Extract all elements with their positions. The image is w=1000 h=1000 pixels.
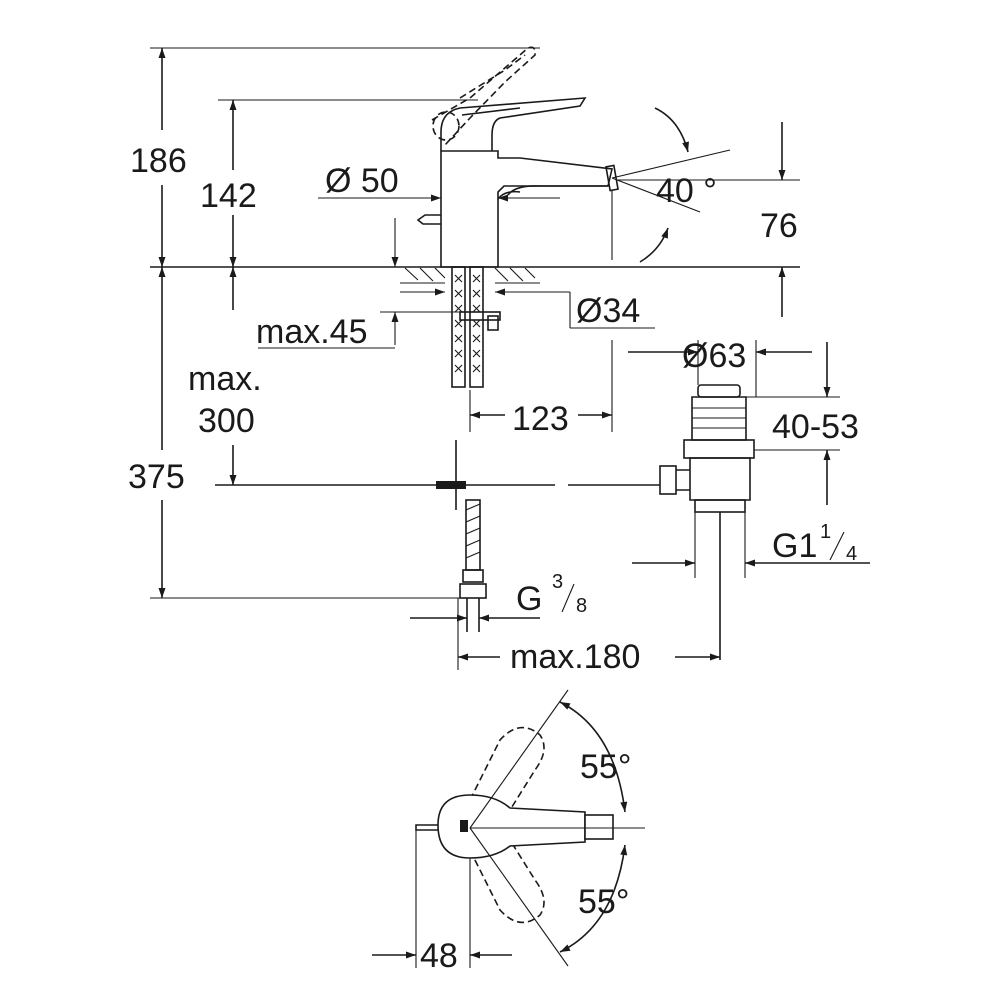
dim-waste-thread-den: 4: [846, 543, 857, 565]
dim-supply-thread-label: G: [516, 580, 542, 618]
dim-supply-thread-den: 8: [576, 595, 587, 617]
dim-123-label: 123: [512, 400, 569, 438]
dim-186: [150, 47, 540, 267]
dim-max180-label: max.180: [510, 638, 640, 676]
dim-142: [218, 99, 478, 267]
dim-hole-diameter-label: Ø34: [576, 292, 640, 330]
waste-assembly: [659, 384, 755, 660]
dim-186-label: 186: [130, 142, 187, 180]
dim-max45-label: max.45: [256, 313, 368, 351]
dim-lever-angles: [469, 689, 645, 967]
dim-375-label: 375: [128, 458, 185, 496]
dim-body-diameter-label: Ø 50: [325, 162, 399, 200]
dim-max180: [457, 598, 720, 670]
dim-48-label: 48: [420, 937, 458, 975]
lever-rotated-positions: [469, 726, 545, 924]
top-body: [415, 794, 614, 859]
dim-supply-thread-num: 3: [552, 571, 563, 593]
supply-hoses: [451, 266, 501, 632]
side-view: 186 142 Ø 50 40 ° 76: [128, 46, 870, 676]
top-view: 55° 55° 48: [372, 689, 645, 975]
dim-waste-diameter: [628, 340, 812, 397]
faucet-body: [416, 46, 619, 268]
dim-waste-thread-label: G1: [772, 527, 817, 565]
dim-142-label: 142: [200, 177, 257, 215]
dim-76-label: 76: [760, 207, 798, 245]
dim-hole-diameter: [400, 288, 655, 329]
dim-123: [469, 340, 613, 432]
dim-max300-value: 300: [198, 402, 255, 440]
popup-rod: [215, 440, 660, 510]
dim-max300-label: max.: [188, 360, 262, 398]
dim-waste-thread-num: 1: [820, 521, 831, 543]
dim-lever-angle-top-label: 55°: [580, 748, 631, 786]
dim-lever-angle-bottom-label: 55°: [578, 883, 629, 921]
dim-max45: [258, 218, 460, 349]
dim-waste-diameter-label: Ø63: [682, 337, 746, 375]
dim-spray-angle: [611, 107, 800, 263]
dim-waste-range-label: 40-53: [772, 408, 859, 446]
dim-waste-thread: [632, 512, 870, 578]
dim-spray-angle-label: 40 °: [656, 172, 717, 210]
dim-waste-range: [746, 342, 840, 505]
dim-48: [372, 830, 512, 968]
dim-375: [150, 267, 460, 599]
